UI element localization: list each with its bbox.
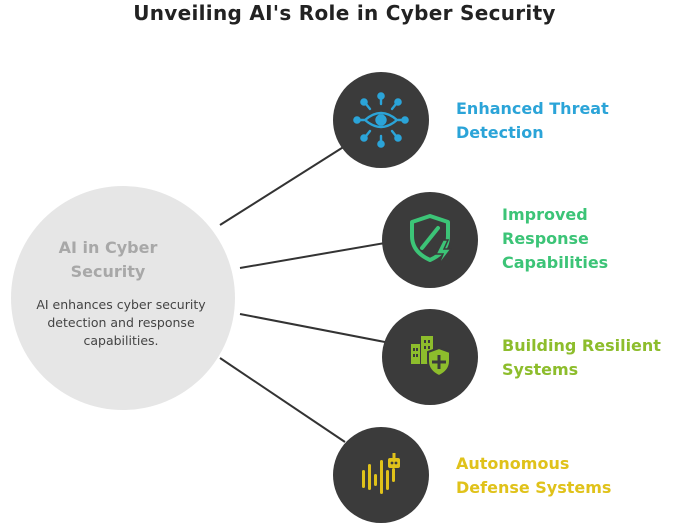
connector-line-4 <box>219 357 346 443</box>
shield-lightning-icon <box>410 214 453 267</box>
item-label-resilient-systems: Building Resilient Systems <box>502 336 661 379</box>
connector-line-1 <box>219 145 346 226</box>
center-title-line2: Security <box>70 262 146 281</box>
item-label-autonomous-defense: Autonomous Defense Systems <box>456 454 612 497</box>
center-title: AI in Cyber Security <box>28 236 188 284</box>
building-shield-icon <box>411 336 451 378</box>
center-circle <box>11 186 235 410</box>
robot-soundwave-icon <box>362 453 400 494</box>
connector-line-3 <box>239 313 386 343</box>
item-label-response-capabilities: Improved Response Capabilities <box>502 205 609 272</box>
eye-network-icon <box>353 92 409 148</box>
page-title: Unveiling AI's Role in Cyber Security <box>133 1 556 25</box>
center-description: AI enhances cyber security detection and… <box>36 297 206 348</box>
item-label-threat-detection: Enhanced Threat Detection <box>456 99 609 142</box>
connector-line-2 <box>239 242 386 269</box>
center-title-line1: AI in Cyber <box>58 238 158 257</box>
